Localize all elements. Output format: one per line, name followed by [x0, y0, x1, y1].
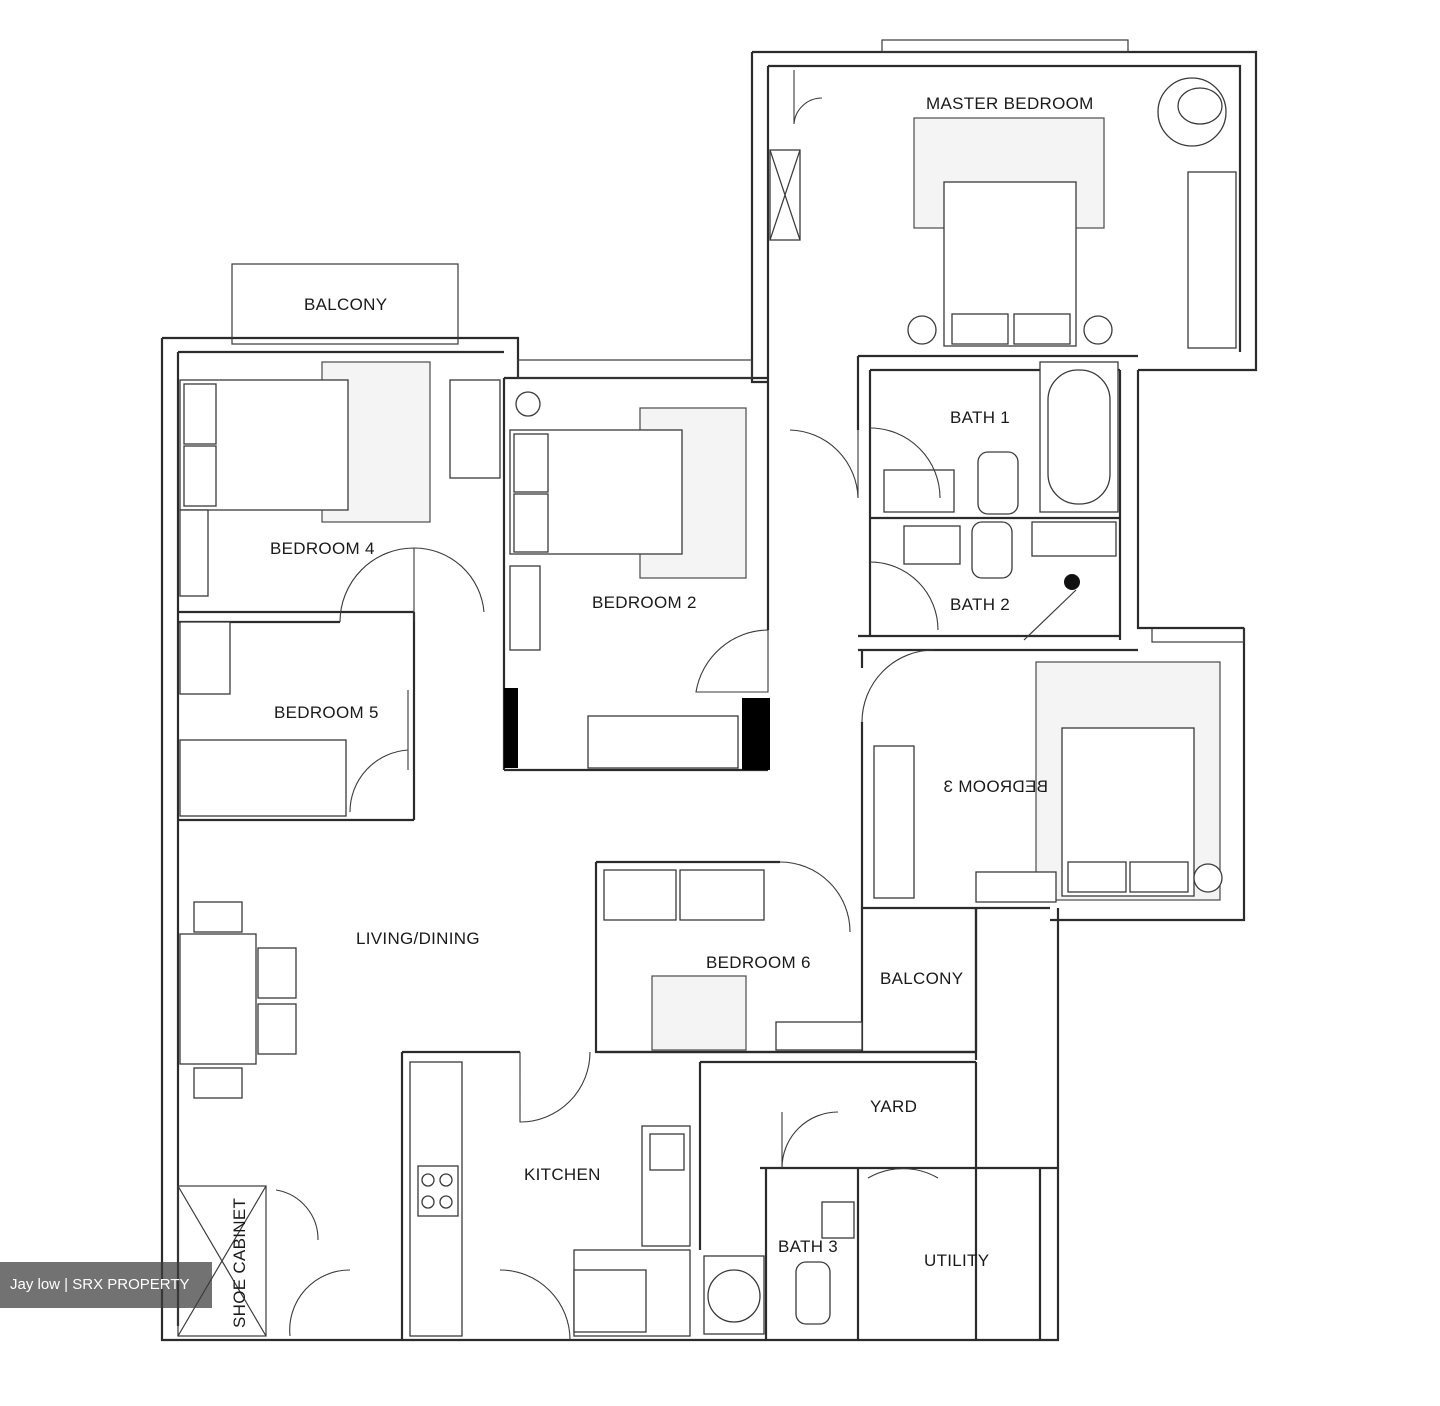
doors	[275, 70, 941, 1341]
label-balcony-top: BALCONY	[304, 295, 387, 314]
label-bath-3: BATH 3	[778, 1237, 838, 1256]
label-bedroom-5: BEDROOM 5	[274, 703, 379, 722]
label-balcony-right: BALCONY	[880, 969, 963, 988]
furniture	[179, 77, 1237, 1337]
label-utility: UTILITY	[924, 1251, 989, 1270]
label-bedroom-4: BEDROOM 4	[270, 539, 375, 558]
label-bedroom-2: BEDROOM 2	[592, 593, 697, 612]
label-bath-1: BATH 1	[950, 408, 1010, 427]
label-bedroom-6: BEDROOM 6	[706, 953, 811, 972]
label-kitchen: KITCHEN	[524, 1165, 601, 1184]
label-living-dining: LIVING/DINING	[356, 929, 480, 948]
label-bedroom-3: BEDROOM 3	[943, 777, 1048, 796]
label-master-bedroom: MASTER BEDROOM	[926, 94, 1094, 113]
label-bath-2: BATH 2	[950, 595, 1010, 614]
watermark: Jay low | SRX PROPERTY	[0, 1262, 212, 1308]
outer-walls	[160, 39, 1258, 1342]
room-labels: MASTER BEDROOM BALCONY BATH 1 BEDROOM 4 …	[230, 94, 1094, 1328]
label-shoe-cabinet: SHOE CABINET	[230, 1198, 249, 1328]
label-yard: YARD	[870, 1097, 917, 1116]
